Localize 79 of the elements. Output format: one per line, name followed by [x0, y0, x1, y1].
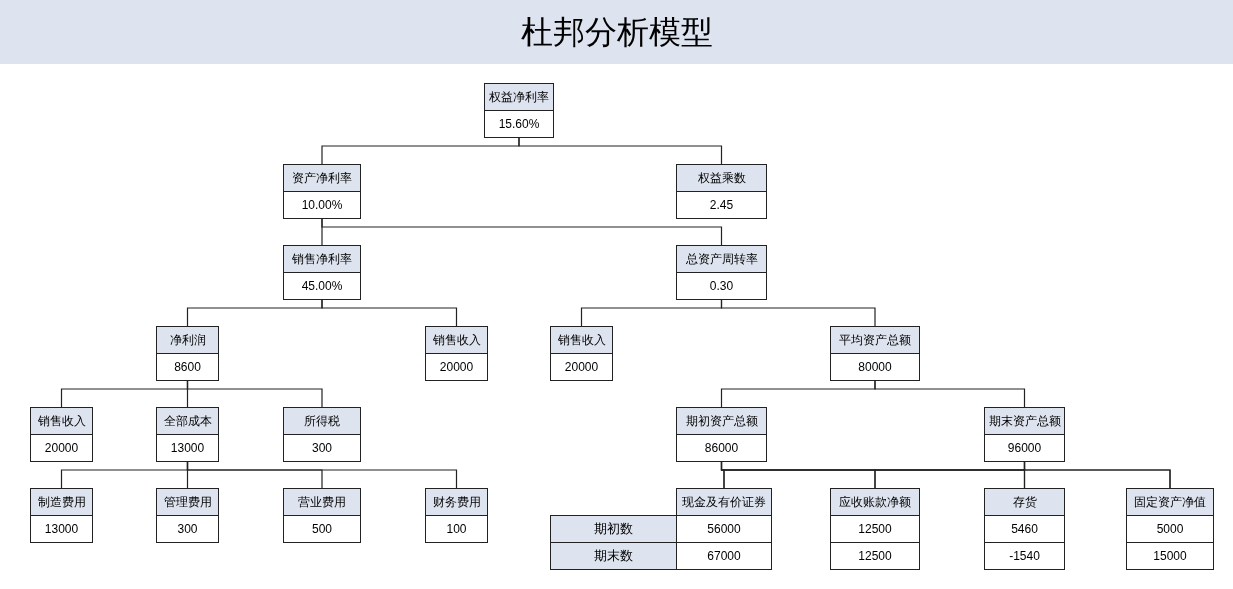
value-cell: 12500 — [831, 542, 919, 569]
value-cell: 20000 — [551, 353, 612, 380]
metric-box — [156, 326, 219, 381]
header-cell: 制造费用 — [31, 489, 92, 515]
header-cell: 销售收入 — [426, 327, 487, 353]
value-cell: 15.60% — [485, 110, 553, 137]
header-cell: 销售收入 — [31, 408, 92, 434]
row-label-cell: 期末数 — [550, 542, 677, 570]
value-cell: 500 — [284, 515, 360, 542]
metric-box — [30, 407, 93, 462]
value-cell: 2.45 — [677, 191, 766, 218]
header-cell: 全部成本 — [157, 408, 218, 434]
header-cell: 净利润 — [157, 327, 218, 353]
header-cell: 营业费用 — [284, 489, 360, 515]
value-cell: 96000 — [985, 434, 1064, 461]
connector-line — [720, 299, 876, 327]
value-cell: 300 — [157, 515, 218, 542]
value-cell: 13000 — [157, 434, 218, 461]
metric-box — [484, 83, 554, 138]
value-cell: 20000 — [426, 353, 487, 380]
metric-box — [676, 164, 767, 219]
connector-line — [1023, 461, 1171, 489]
metric-box — [676, 407, 767, 462]
value-cell: 80000 — [831, 353, 919, 380]
header-cell: 期末资产总额 — [985, 408, 1064, 434]
value-cell: 10.00% — [284, 191, 360, 218]
connector-line — [518, 137, 723, 165]
value-cell: 15000 — [1127, 542, 1213, 569]
header-cell: 销售净利率 — [284, 246, 360, 272]
header-cell: 权益净利率 — [485, 84, 553, 110]
value-cell: 300 — [284, 434, 360, 461]
metric-box — [156, 407, 219, 462]
title-banner: 杜邦分析模型 — [0, 0, 1233, 64]
metric-box — [830, 488, 920, 570]
header-cell: 销售收入 — [551, 327, 612, 353]
header-cell: 资产净利率 — [284, 165, 360, 191]
value-cell: 5000 — [1127, 515, 1213, 542]
metric-box — [984, 407, 1065, 462]
value-cell: -1540 — [985, 542, 1064, 569]
metric-box — [30, 488, 93, 543]
header-cell: 权益乘数 — [677, 165, 766, 191]
metric-box — [283, 407, 361, 462]
header-cell: 管理费用 — [157, 489, 218, 515]
value-cell: 100 — [426, 515, 487, 542]
value-cell: 20000 — [31, 434, 92, 461]
connector-line — [186, 380, 323, 408]
header-cell: 期初资产总额 — [677, 408, 766, 434]
header-cell: 存货 — [985, 489, 1064, 515]
value-cell: 12500 — [831, 515, 919, 542]
metric-box — [676, 488, 772, 570]
header-cell: 所得税 — [284, 408, 360, 434]
value-cell: 0.30 — [677, 272, 766, 299]
header-cell: 应收账款净额 — [831, 489, 919, 515]
value-cell: 13000 — [31, 515, 92, 542]
header-cell: 固定资产净值 — [1127, 489, 1213, 515]
header-cell: 财务费用 — [426, 489, 487, 515]
metric-box — [283, 245, 361, 300]
metric-box — [676, 245, 767, 300]
metric-box — [283, 164, 361, 219]
metric-box — [984, 488, 1065, 570]
value-cell: 86000 — [677, 434, 766, 461]
header-cell: 总资产周转率 — [677, 246, 766, 272]
metric-box — [1126, 488, 1214, 570]
value-cell: 8600 — [157, 353, 218, 380]
value-cell: 5460 — [985, 515, 1064, 542]
metric-box — [830, 326, 920, 381]
metric-box — [283, 488, 361, 543]
header-cell: 平均资产总额 — [831, 327, 919, 353]
connector-line — [321, 218, 723, 246]
connector-line — [874, 380, 1026, 408]
metric-box — [156, 488, 219, 543]
value-cell: 45.00% — [284, 272, 360, 299]
header-cell: 现金及有价证券 — [677, 489, 771, 515]
metric-box — [425, 488, 488, 543]
row-label-cell: 期初数 — [550, 515, 677, 543]
connector-line — [321, 299, 458, 327]
metric-box — [550, 326, 613, 381]
metric-box — [425, 326, 488, 381]
connector-line — [186, 461, 458, 489]
